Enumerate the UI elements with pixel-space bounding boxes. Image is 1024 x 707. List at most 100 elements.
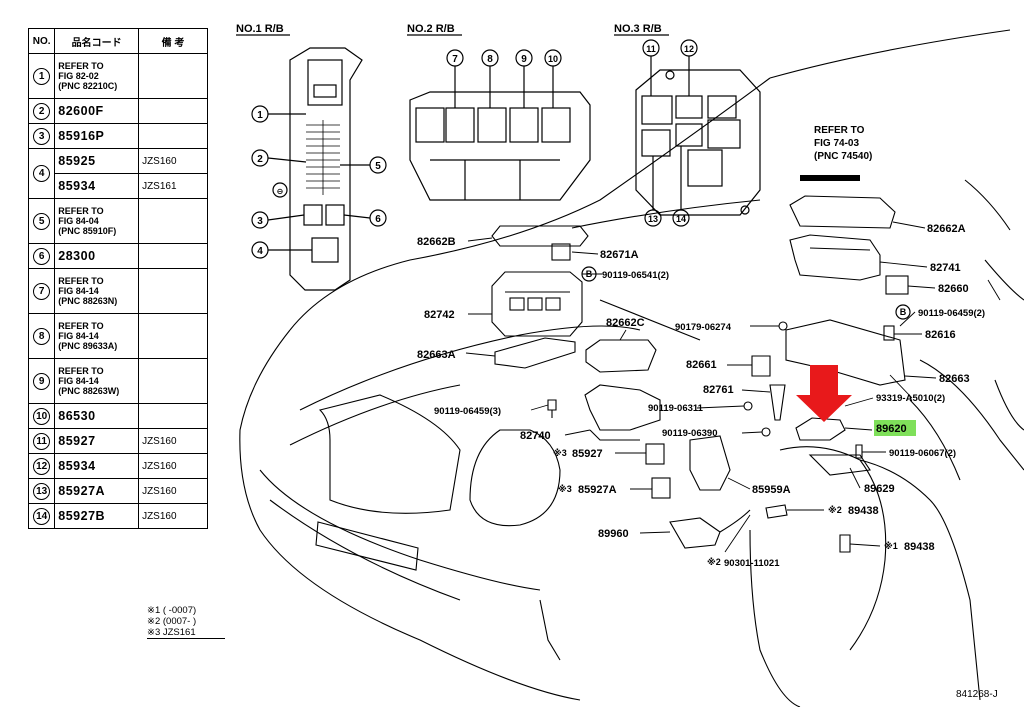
relay-block-1	[289, 47, 363, 291]
label-82662C: 82662C	[606, 317, 645, 329]
label-89438-b: 89438	[904, 541, 935, 553]
rb1-callout-numbers: 12⊖ 34 56	[257, 110, 381, 257]
rb2-title: NO.2 R/B	[407, 23, 455, 35]
refer-text: FIG 84-04	[58, 216, 99, 226]
part-code-cell: 85927A	[54, 478, 140, 504]
mark-3b: ※3	[558, 484, 572, 494]
highlight-arrow	[796, 365, 852, 422]
components	[491, 175, 909, 553]
label-85927A: 85927A	[578, 484, 617, 496]
remark: JZS161	[138, 173, 208, 199]
refer-text: (PNC 89633A)	[58, 341, 118, 351]
row-number-badge: 4	[33, 165, 51, 182]
remark	[138, 98, 208, 124]
row-number-badge: 10	[33, 407, 51, 425]
row-number-badge: 12	[33, 457, 51, 475]
row-number-badge: 13	[33, 482, 51, 500]
label-89960: 89960	[598, 528, 629, 540]
mark-2a: ※2	[707, 557, 721, 567]
refer-text: REFER TO	[58, 206, 104, 216]
row-number-badge: 8	[33, 327, 51, 345]
car-outline	[239, 29, 1024, 707]
footnotes: ※1 ( -0007) ※2 (0007- ) ※3 JZS161	[147, 605, 225, 639]
part-highlight-89620	[874, 420, 916, 436]
label-90301-11021: 90301-11021	[724, 558, 780, 569]
relay-block-2	[409, 49, 591, 201]
svg-text:12: 12	[684, 44, 694, 54]
svg-text:7: 7	[452, 54, 458, 65]
part-code-cell: 85927B	[54, 503, 140, 529]
label-82663A: 82663A	[417, 349, 456, 361]
relay-block-3	[635, 39, 761, 227]
remark	[138, 123, 208, 149]
label-82662B: 82662B	[417, 236, 456, 248]
rb3-title: NO.3 R/B	[614, 23, 662, 35]
row-number: 4	[27, 148, 56, 199]
refer-text: (PNC 88263N)	[58, 296, 118, 306]
refer-line-1: REFER TO	[814, 125, 865, 136]
label-85927: 85927	[572, 448, 603, 460]
label-82661: 82661	[686, 359, 717, 371]
row-number: 10	[27, 403, 56, 429]
col-no: NO.	[27, 28, 56, 54]
label-90119-06459-2: 90119-06459(2)	[918, 308, 985, 319]
part-code: 85925	[54, 148, 140, 174]
part-code-cell: 85927	[54, 428, 140, 454]
part-code-cell: 85916P	[54, 123, 140, 149]
label-85959A: 85959A	[752, 484, 791, 496]
label-82740: 82740	[520, 430, 551, 442]
part-code-cell: 85934	[54, 453, 140, 479]
part-labels: 82662B 82671A 90119-06541(2) 82742 82662…	[417, 125, 998, 700]
row-number: 9	[27, 358, 56, 404]
remark	[138, 198, 208, 244]
label-90119-06459-3: 90119-06459(3)	[434, 406, 501, 417]
part-code: 85934	[54, 173, 140, 199]
row-number-badge: 9	[33, 372, 51, 390]
row-number-badge: 5	[33, 212, 51, 230]
b-markers	[581, 266, 911, 320]
rb1-callouts	[251, 105, 387, 259]
svg-text:2: 2	[257, 154, 263, 165]
label-90119-06390: 90119-06390	[662, 428, 717, 439]
mark-1: ※1	[884, 541, 898, 551]
row-number: 6	[27, 243, 56, 269]
refer-text: REFER TO	[58, 276, 104, 286]
refer-text: REFER TO	[58, 61, 104, 71]
refer-text: (PNC 85910F)	[58, 226, 117, 236]
remark: JZS160	[138, 428, 208, 454]
label-89438-a: 89438	[848, 505, 879, 517]
label-82761: 82761	[703, 384, 734, 396]
svg-text:9: 9	[521, 54, 527, 65]
refer-text: (PNC 82210C)	[58, 81, 118, 91]
svg-text:8: 8	[487, 54, 493, 65]
label-93319-A5010: 93319-A5010(2)	[876, 393, 945, 404]
label-82662A: 82662A	[927, 223, 966, 235]
remark: JZS160	[138, 148, 208, 174]
svg-text:13: 13	[648, 214, 658, 224]
label-82741: 82741	[930, 262, 961, 274]
refer-text: FIG 84-14	[58, 286, 99, 296]
leader-lines	[465, 221, 1001, 553]
refer-text: FIG 84-14	[58, 331, 99, 341]
svg-text:14: 14	[676, 214, 686, 224]
remark: JZS160	[138, 478, 208, 504]
svg-text:⊖: ⊖	[277, 187, 284, 196]
row-number-badge: 2	[33, 102, 51, 120]
svg-text:4: 4	[257, 246, 263, 257]
row-number-badge: 6	[33, 247, 51, 265]
